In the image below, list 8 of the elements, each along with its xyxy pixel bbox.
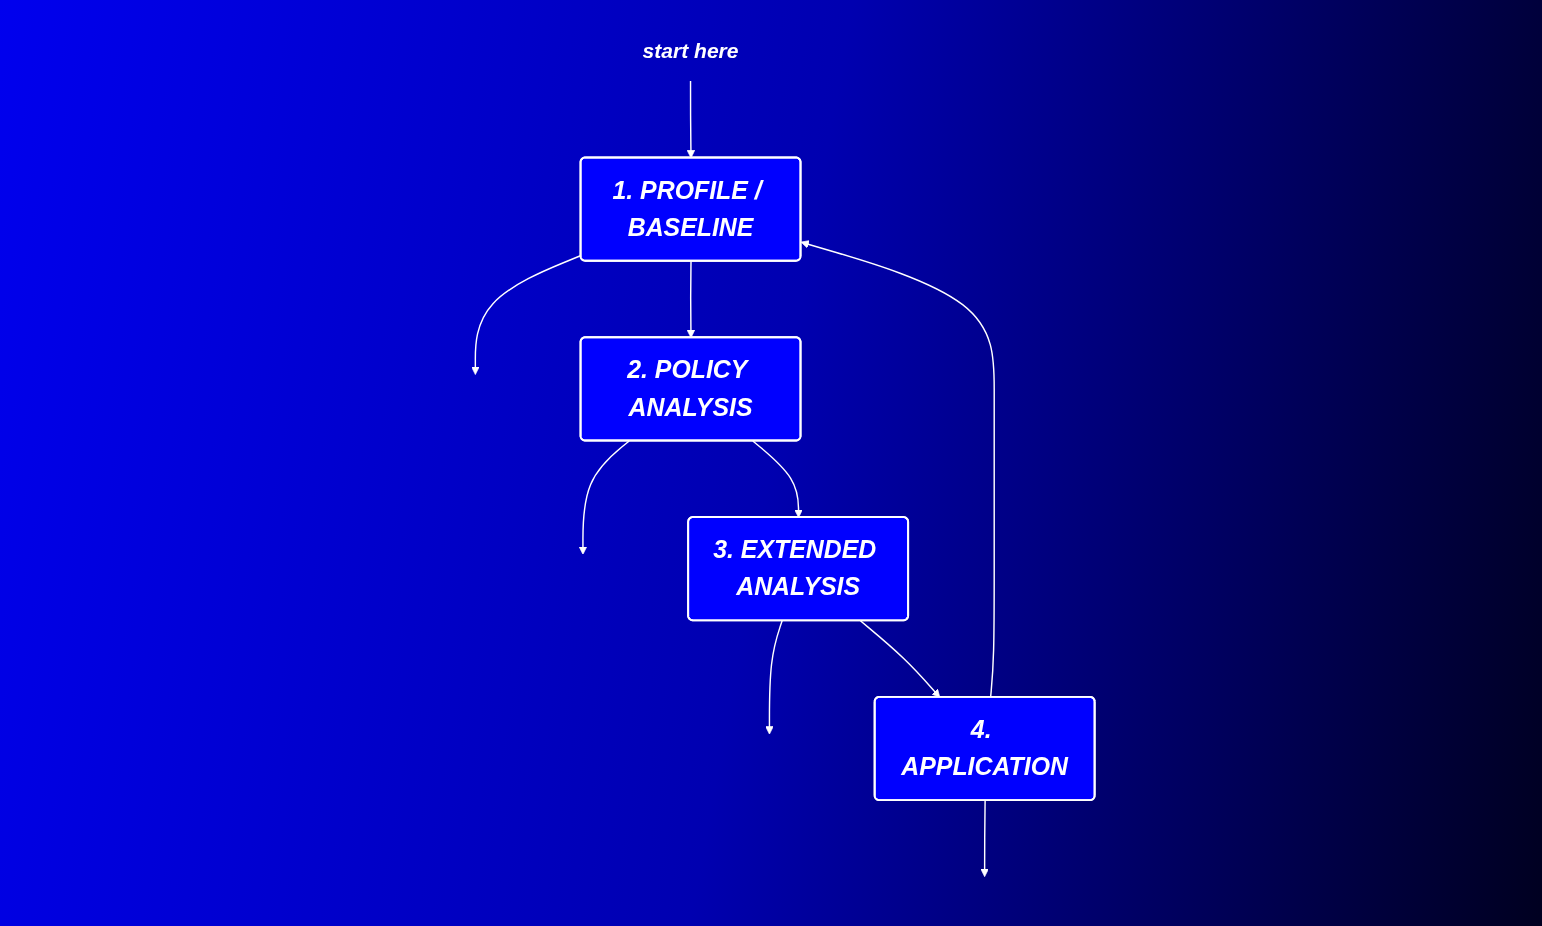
arrow — [579, 440, 631, 555]
node-text: start here — [642, 38, 739, 63]
arrow — [980, 799, 990, 878]
arrow — [752, 440, 804, 518]
arrow — [687, 80, 696, 159]
arrow — [860, 620, 941, 698]
arrow — [687, 260, 696, 339]
arrow — [765, 620, 784, 735]
